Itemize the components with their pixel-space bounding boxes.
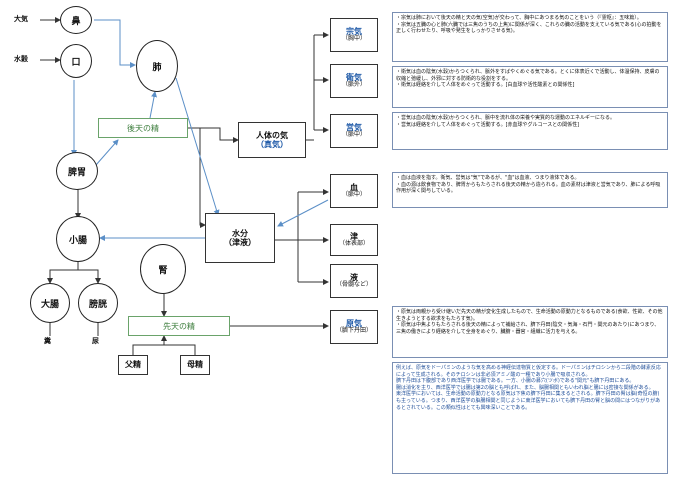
box-jintai-no-ki: 人体の気 （真気） — [238, 122, 306, 158]
organ-daichou: 大腸 — [30, 283, 70, 323]
note-genki: ・原気は両親から受け継いだ先天の精が変化生成したもので、生命活動の原動力となるも… — [392, 306, 668, 358]
label-fun: 糞 — [44, 337, 51, 345]
box-eki: 衛気（脈外） — [330, 64, 378, 98]
organ-hii: 脾胃 — [56, 152, 98, 190]
box-fusei: 父精 — [118, 355, 148, 375]
label-nyo: 尿 — [92, 337, 99, 345]
note-eki: ・衛気は血の陰気(水穀)からつくられ、脈外をすばやくめぐる気である。とくに体表近… — [392, 66, 668, 108]
organ-hana: 鼻 — [60, 6, 92, 34]
note-eiki: ・営気は血の陰気(水穀)からつくられ、脈中を流れ体の栄養や実質的な運動のエネルギ… — [392, 112, 668, 150]
box-ketsu: 血（脈中） — [330, 174, 378, 208]
box-shin: 津（体表部） — [330, 224, 378, 256]
box-senten-no-sei: 先天の精 — [128, 316, 230, 336]
box-souki: 宗気（胸中） — [330, 18, 378, 52]
organ-hai: 肺 — [136, 40, 178, 92]
organ-kuchi: 口 — [60, 44, 92, 78]
organ-boukou: 膀胱 — [78, 283, 118, 323]
organ-shouchou: 小腸 — [56, 216, 100, 262]
note-souki: ・宗気は肺において後天の精と天の気(空気)が交わって、胸中にあつまる気のことをい… — [392, 12, 668, 62]
box-eiki: 営気（脈中） — [330, 114, 378, 148]
note-bottom: 例えば、原気をドーパミンのような気を高める神経伝達物質と仮定する。ドーパミンはチ… — [392, 362, 668, 474]
note-ketsu: ・血は血液を指す。衛気、営気は"気"であるが、"血"は血液、つまり液体である。・… — [392, 172, 668, 208]
box-eki-liquid: 液（骨髄など） — [330, 264, 378, 298]
label-taiki: 大気 — [14, 15, 28, 23]
box-suibun: 水分 （津液） — [205, 213, 275, 263]
box-kouten-no-sei: 後天の精 — [98, 118, 188, 138]
organ-jin: 腎 — [140, 244, 186, 294]
box-bosei: 母精 — [180, 355, 210, 375]
label-suikoku: 水穀 — [14, 55, 28, 63]
box-genki: 原気（臍下丹田） — [330, 310, 378, 344]
